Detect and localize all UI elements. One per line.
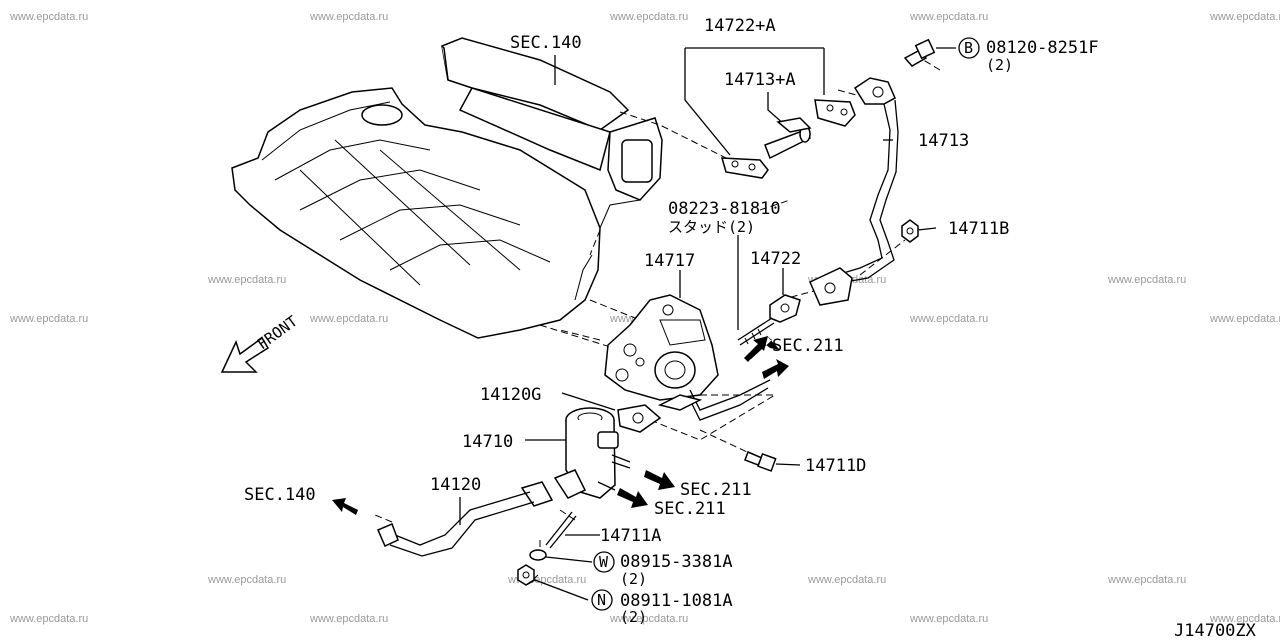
arrow-sec211-upper — [750, 335, 780, 360]
label-14713: 14713 — [918, 131, 969, 151]
watermark: www.epcdata.ru — [609, 11, 688, 23]
watermark: www.epcdata.ru — [909, 313, 988, 325]
leader-lines — [459, 47, 956, 601]
label-08223: 08223-81810 — [668, 199, 781, 219]
tube-14713A — [764, 117, 812, 160]
flow-arrows — [332, 335, 789, 515]
label-14717: 14717 — [644, 251, 695, 271]
bolt-08120 — [903, 38, 936, 67]
label-sec211-a: SEC.211 — [772, 336, 844, 356]
bolt-14711D — [744, 451, 777, 472]
intake-manifold — [231, 37, 663, 339]
stud-14711A — [545, 511, 577, 549]
arrow-sec211-c — [644, 470, 675, 490]
arrow-sec211-a — [744, 336, 768, 362]
watermark: www.epcdata.ru — [909, 613, 988, 625]
label-14722: 14722 — [750, 249, 801, 269]
label-08915-qty: (2) — [620, 570, 647, 588]
watermark: www.epcdata.ru — [9, 11, 88, 23]
gasket-14713A — [814, 99, 856, 127]
watermark: www.epcdata.ru — [309, 313, 388, 325]
egr-valve-14717 — [604, 294, 771, 421]
b-circle-icon — [958, 37, 980, 59]
watermark: www.epcdata.ru — [1209, 613, 1280, 625]
watermark: www.epcdata.ru — [609, 613, 688, 625]
arrow-sec211-d — [617, 488, 648, 508]
label-sec211-c: SEC.211 — [654, 499, 726, 519]
watermark: www.epcdata.ru — [909, 11, 988, 23]
nut-14711B — [901, 219, 919, 243]
egr-tube-14713 — [809, 77, 899, 306]
n-circle-icon — [591, 589, 613, 611]
watermark: www.epcdata.ru — [807, 574, 886, 586]
arrow-sec140-left — [332, 498, 358, 515]
label-14711A: 14711A — [600, 526, 661, 546]
front-label: FRONT — [254, 312, 301, 353]
label-14722A: 14722+A — [704, 16, 776, 36]
stud-08223 — [737, 317, 775, 346]
watermark: www.epcdata.ru — [309, 613, 388, 625]
washer-circle-letter: W — [599, 553, 609, 571]
front-arrow-icon — [220, 336, 270, 373]
label-14120G: 14120G — [480, 385, 541, 405]
label-08911-qty: (2) — [620, 608, 647, 626]
watermark: www.epcdata.ru — [9, 313, 88, 325]
label-14710: 14710 — [462, 432, 513, 452]
gasket-14120G — [617, 404, 662, 433]
label-14711B: 14711B — [948, 219, 1009, 239]
label-14711D: 14711D — [805, 456, 866, 476]
watermark: www.epcdata.ru — [1107, 274, 1186, 286]
nut-circle-letter: N — [597, 591, 606, 609]
egr-valve-14710 — [553, 407, 631, 499]
bolt-circle-letter: B — [964, 39, 973, 57]
arrow-sec211-b — [762, 359, 789, 379]
label-08120-qty: (2) — [986, 56, 1013, 74]
watermark: www.epcdata.ru — [1107, 574, 1186, 586]
watermark: www.epcdata.ru — [309, 11, 388, 23]
watermark: www.epcdata.ru — [207, 274, 286, 286]
part-labels: SEC.140 14722+A 14713+A B 08120-8251F (2… — [244, 16, 1257, 640]
watermark: www.epcdata.ru — [1209, 313, 1280, 325]
label-14120: 14120 — [430, 475, 481, 495]
label-08915: 08915-3381A — [620, 552, 733, 572]
front-indicator: FRONT — [220, 312, 301, 373]
label-sec140-top: SEC.140 — [510, 33, 582, 53]
label-sec211-b: SEC.211 — [680, 480, 752, 500]
gasket-14722 — [769, 294, 801, 323]
gasket-14722A — [720, 157, 769, 179]
label-08120: 08120-8251F — [986, 38, 1099, 58]
w-circle-icon — [593, 551, 615, 573]
watermark: www.epcdata.ru — [1209, 11, 1280, 23]
watermark: www.epcdata.ru — [207, 574, 286, 586]
watermark: www.epcdata.ru — [9, 613, 88, 625]
label-08911: 08911-1081A — [620, 591, 733, 611]
label-14713A: 14713+A — [724, 70, 796, 90]
tube-14120 — [377, 481, 554, 557]
washer-08915 — [529, 549, 547, 561]
label-stud: スタッド(2) — [668, 218, 755, 236]
diagram-id: J14700ZX — [1174, 621, 1257, 640]
bracket-14722A — [684, 47, 825, 156]
label-sec140-left: SEC.140 — [244, 485, 316, 505]
